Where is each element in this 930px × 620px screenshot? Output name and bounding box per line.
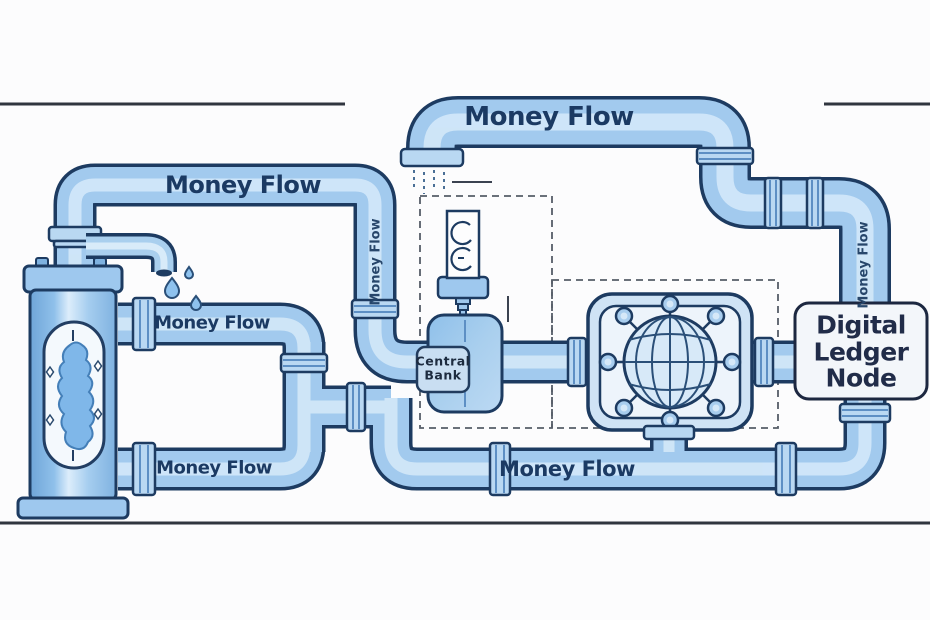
digital-ledger-label: Digital Ledger Node bbox=[813, 310, 909, 393]
drip-dashes bbox=[413, 170, 445, 194]
label-money-flow-pump-lower: Money Flow bbox=[156, 457, 272, 479]
central-bank-label: Central Bank bbox=[415, 353, 471, 383]
sparkle-icon bbox=[45, 359, 103, 427]
label-money-flow-upper-left: Money Flow bbox=[164, 171, 322, 199]
frame-border-lines bbox=[0, 102, 930, 525]
pipe-coupling-icon bbox=[642, 424, 696, 441]
label-money-flow-right-pipe: Money Flow bbox=[856, 221, 872, 309]
water-drops-icon bbox=[163, 265, 203, 311]
pipe-coupling-icon bbox=[131, 176, 825, 497]
pipe-coupling-icon bbox=[47, 146, 892, 424]
globe-network-icon bbox=[586, 292, 754, 432]
power-plug-icon bbox=[436, 209, 490, 318]
pipe-couplings bbox=[47, 146, 892, 497]
sight-window bbox=[42, 320, 106, 470]
dashed-zone-central-bank bbox=[419, 195, 553, 429]
faucet-spout-icon bbox=[86, 233, 177, 277]
central-bank-plate bbox=[415, 345, 471, 394]
central-bank-box bbox=[415, 313, 504, 414]
open-pipe-flange bbox=[399, 147, 465, 168]
label-money-flow-riser: Money Flow bbox=[368, 218, 384, 306]
label-money-flow-top: Money Flow bbox=[464, 102, 634, 132]
liquid-blob bbox=[57, 341, 95, 451]
label-money-flow-pump-upper: Money Flow bbox=[154, 312, 270, 334]
digital-ledger-box bbox=[793, 301, 929, 401]
water-pump-icon bbox=[16, 233, 203, 520]
label-money-flow-bottom: Money Flow bbox=[499, 457, 635, 481]
